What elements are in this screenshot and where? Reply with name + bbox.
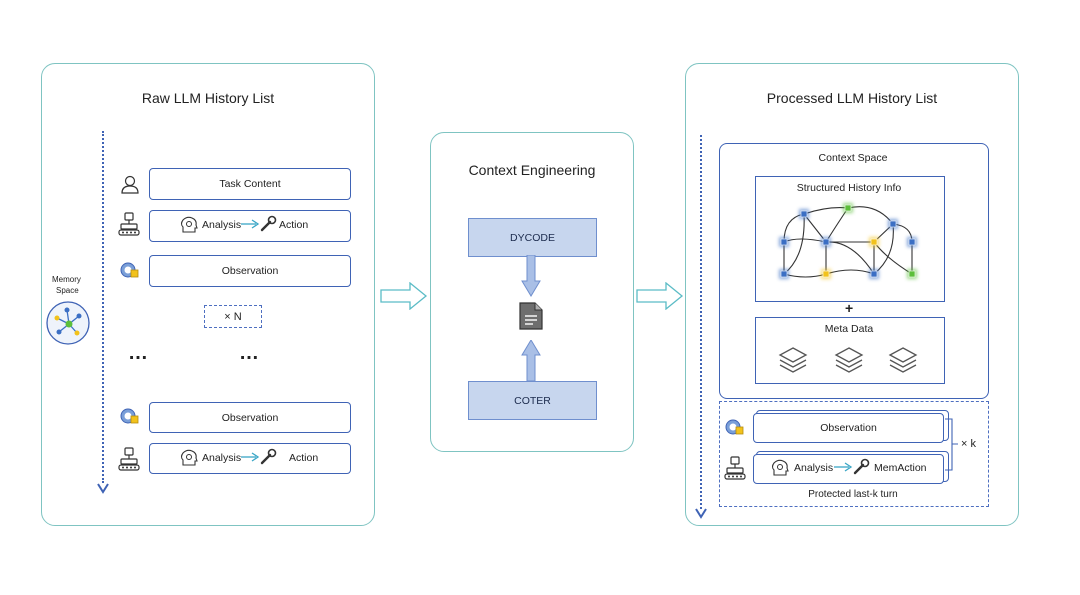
processed-history-panel: Processed LLM History List bbox=[685, 63, 1019, 526]
structured-history-label: Structured History Info bbox=[796, 182, 902, 194]
coter-box: COTER bbox=[468, 381, 597, 420]
flow-arrow-left bbox=[380, 282, 428, 310]
processed-timeline bbox=[700, 135, 702, 509]
observation-box: Observation bbox=[149, 255, 351, 287]
task-content-box: Task Content bbox=[149, 168, 351, 200]
graph-node bbox=[844, 204, 852, 212]
dycode-label: DYCODE bbox=[510, 231, 555, 244]
k-bracket bbox=[945, 418, 958, 471]
robot-icon bbox=[118, 212, 140, 236]
action-label-2: Action bbox=[289, 452, 319, 464]
brain-gear-icon bbox=[180, 449, 198, 466]
raw-timeline bbox=[102, 131, 104, 483]
times-k-label: × k bbox=[961, 438, 976, 450]
dycode-box: DYCODE bbox=[468, 218, 597, 257]
memory-label-line1: Memory bbox=[52, 275, 81, 284]
arrow-right-icon bbox=[241, 219, 260, 229]
observation-box-2: Observation bbox=[149, 402, 351, 433]
graph-node bbox=[908, 270, 916, 278]
coter-label: COTER bbox=[514, 394, 551, 407]
layers-icon bbox=[778, 347, 808, 373]
layers-icon bbox=[888, 347, 918, 373]
graph-node bbox=[822, 238, 830, 246]
processed-history-title: Processed LLM History List bbox=[766, 90, 938, 106]
arrow-right-icon bbox=[834, 462, 853, 472]
processed-analysis-label: Analysis bbox=[794, 462, 834, 474]
graph-node bbox=[780, 238, 788, 246]
eye-icon bbox=[120, 262, 139, 278]
protected-turn-box bbox=[719, 401, 989, 507]
plus-sign: + bbox=[845, 300, 854, 316]
raw-history-title: Raw LLM History List bbox=[141, 90, 275, 106]
robot-icon bbox=[118, 447, 140, 471]
processed-observation-label: Observation bbox=[820, 422, 877, 434]
arrow-right-icon bbox=[241, 452, 260, 462]
ellipsis-right: … bbox=[239, 342, 261, 364]
graph-node bbox=[870, 270, 878, 278]
history-graph bbox=[779, 203, 917, 279]
graph-node bbox=[800, 210, 808, 218]
wrench-icon bbox=[260, 448, 277, 465]
action-label: Action bbox=[279, 219, 309, 231]
observation-label-2: Observation bbox=[221, 411, 279, 424]
structured-history-box bbox=[755, 176, 945, 302]
robot-icon bbox=[724, 456, 746, 480]
meta-data-label: Meta Data bbox=[824, 323, 874, 335]
memory-label-line2: Space bbox=[56, 286, 79, 295]
brain-gear-icon bbox=[180, 216, 198, 233]
context-space-box bbox=[719, 143, 989, 399]
processed-memaction-label: MemAction bbox=[874, 462, 927, 474]
document-icon bbox=[519, 302, 543, 330]
layers-icon bbox=[834, 347, 864, 373]
processed-timeline-arrow bbox=[695, 508, 707, 519]
analysis-action-box-2 bbox=[149, 443, 351, 474]
times-n-box: × N bbox=[204, 305, 262, 328]
graph-node bbox=[780, 270, 788, 278]
analysis-label: Analysis bbox=[202, 219, 242, 231]
raw-timeline-arrow bbox=[97, 483, 109, 494]
memory-graph-icon bbox=[46, 301, 90, 345]
graph-node bbox=[822, 270, 830, 278]
wrench-icon bbox=[853, 458, 870, 475]
user-icon bbox=[121, 175, 139, 194]
protected-turn-label: Protected last-k turn bbox=[808, 489, 898, 500]
arrow-up-icon bbox=[521, 340, 541, 382]
processed-observation-box: Observation bbox=[753, 413, 944, 443]
arrow-down-icon bbox=[521, 255, 541, 297]
meta-data-box bbox=[755, 317, 945, 384]
graph-node bbox=[870, 238, 878, 246]
graph-node bbox=[908, 238, 916, 246]
flow-arrow-right bbox=[636, 282, 684, 310]
context-engineering-title: Context Engineering bbox=[468, 162, 596, 178]
times-n-label: × N bbox=[224, 310, 242, 323]
brain-gear-icon bbox=[771, 459, 789, 476]
analysis-label-2: Analysis bbox=[202, 452, 242, 464]
task-content-label: Task Content bbox=[219, 178, 281, 190]
observation-label: Observation bbox=[221, 265, 279, 277]
graph-node bbox=[889, 220, 897, 228]
wrench-icon bbox=[260, 215, 277, 232]
eye-icon bbox=[120, 408, 139, 424]
ellipsis-left: … bbox=[128, 342, 150, 364]
context-space-label: Context Space bbox=[818, 152, 888, 164]
eye-icon bbox=[725, 419, 744, 435]
